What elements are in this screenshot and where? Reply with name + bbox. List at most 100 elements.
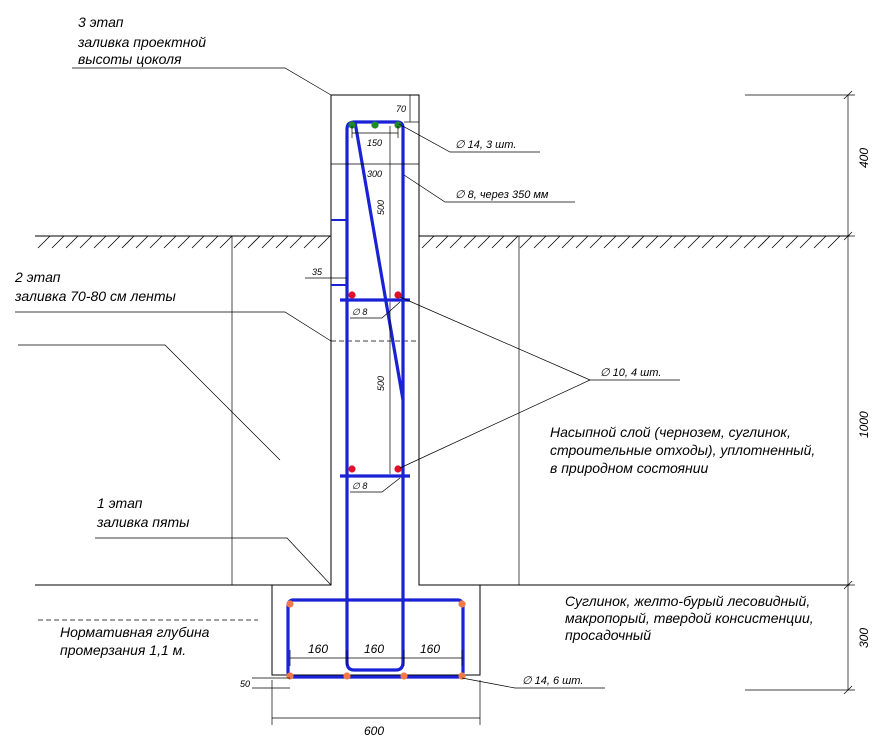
hatch-stroke: [93, 235, 107, 249]
hatch-stroke: [645, 235, 659, 249]
hatch-stroke: [771, 235, 785, 249]
hatch-stroke: [435, 235, 449, 249]
hatch-stroke: [505, 235, 519, 249]
fill-layer-line3: в природном состоянии: [550, 460, 709, 476]
dim-foot-spacing-3: 160: [420, 642, 440, 656]
hatch-stroke: [477, 235, 491, 249]
stage2-line2: заливка 70-80 см ленты: [14, 288, 176, 304]
hatch-stroke: [247, 235, 261, 249]
frost-depth-line1: Нормативная глубина: [60, 624, 210, 640]
hatch-stroke: [121, 235, 135, 249]
hatch-stroke: [687, 235, 701, 249]
hatch-stroke: [533, 235, 547, 249]
hatch-stroke: [491, 235, 505, 249]
top-bar: [348, 121, 356, 129]
dim-wall-width: 300: [367, 169, 382, 179]
ground-hatching-left: [37, 235, 331, 249]
loam-line1: Суглинок, желто-бурый лесовидный,: [565, 593, 810, 609]
hatch-stroke: [673, 235, 687, 249]
hatch-stroke: [261, 235, 275, 249]
rebar-bars: [286, 121, 466, 680]
stage2-title: 2 этап: [14, 269, 61, 285]
hatch-stroke: [163, 235, 177, 249]
dim-height-plinth: 400: [857, 148, 871, 168]
bottom-bars-label: ∅ 14, 6 шт.: [522, 675, 583, 687]
hatch-stroke: [743, 235, 757, 249]
hatch-stroke: [785, 235, 799, 249]
wall-stirrup: [345, 120, 405, 672]
stage3-line3: высоты цоколя: [78, 51, 182, 67]
hatch-stroke: [79, 235, 93, 249]
middle-bar: [394, 291, 402, 299]
hatch-stroke: [317, 235, 331, 249]
leader-lines: [15, 67, 680, 689]
hatch-stroke: [107, 235, 121, 249]
dim-spacing-upper: 500: [376, 200, 386, 215]
frost-depth-line2: промерзания 1,1 м.: [60, 642, 186, 658]
dim-foot-spacing-2: 160: [364, 642, 384, 656]
stage3-line2: заливка проектной: [77, 34, 206, 50]
hatch-stroke: [547, 235, 561, 249]
dim-cover-top: 70: [396, 104, 406, 114]
stage3-title: 3 этап: [78, 14, 124, 30]
dim-foot-spacing-1: 160: [308, 642, 328, 656]
fill-layer-line1: Насыпной слой (чернозем, суглинок,: [550, 424, 791, 440]
concrete-outline: [271, 94, 481, 676]
stirrup-label: ∅ 8, через 350 мм: [455, 189, 549, 201]
hatch-stroke: [827, 235, 841, 249]
hatch-stroke: [799, 235, 813, 249]
dimension-lines: [252, 90, 855, 725]
dim-top-bar-spacing: 150: [367, 138, 382, 148]
loam-line3: просадочный: [565, 627, 651, 643]
tie-upper-label: ∅ 8: [352, 307, 367, 317]
hatch-stroke: [205, 235, 219, 249]
dim-height-wall: 1000: [857, 411, 871, 438]
ground-surface: [35, 235, 850, 249]
hatch-stroke: [463, 235, 477, 249]
top-bars-label: ∅ 14, 3 шт.: [455, 139, 516, 151]
hatch-stroke: [421, 235, 435, 249]
top-bar: [394, 121, 402, 129]
hatch-stroke: [289, 235, 303, 249]
hatch-stroke: [813, 235, 827, 249]
bottom-bar: [458, 672, 466, 680]
bottom-bar: [343, 672, 351, 680]
hatch-stroke: [177, 235, 191, 249]
stage1-title: 1 этап: [97, 495, 143, 511]
hatch-stroke: [219, 235, 233, 249]
tie-lower-label: ∅ 8: [352, 481, 367, 491]
hatch-stroke: [233, 235, 247, 249]
loam-line2: макропорый, твердой консистенции,: [565, 610, 814, 626]
hatch-stroke: [51, 235, 65, 249]
hatch-stroke: [149, 235, 163, 249]
middle-bar: [348, 465, 356, 473]
hatch-stroke: [617, 235, 631, 249]
dim-spacing-lower: 500: [376, 376, 386, 391]
hatch-stroke: [715, 235, 729, 249]
middle-bar: [348, 291, 356, 299]
bottom-bar: [286, 672, 294, 680]
hatch-stroke: [701, 235, 715, 249]
hatch-stroke: [603, 235, 617, 249]
hatch-stroke: [275, 235, 289, 249]
dim-bottom-cover: 50: [240, 679, 250, 689]
hatch-stroke: [303, 235, 317, 249]
bottom-bar: [286, 600, 294, 608]
hatch-stroke: [37, 235, 51, 249]
hatch-stroke: [729, 235, 743, 249]
hatch-stroke: [561, 235, 575, 249]
ground-hatching-right: [421, 235, 841, 249]
stage1-line2: заливка пяты: [96, 514, 190, 530]
hatch-stroke: [631, 235, 645, 249]
hatch-stroke: [135, 235, 149, 249]
bottom-bar: [400, 672, 408, 680]
bottom-bar: [458, 600, 466, 608]
top-bar: [371, 121, 379, 129]
middle-bars-label: ∅ 10, 4 шт.: [600, 367, 661, 379]
foot-stirrup: [286, 598, 465, 679]
hatch-stroke: [575, 235, 589, 249]
hatch-stroke: [519, 235, 533, 249]
middle-bar: [394, 465, 402, 473]
hatch-stroke: [659, 235, 673, 249]
